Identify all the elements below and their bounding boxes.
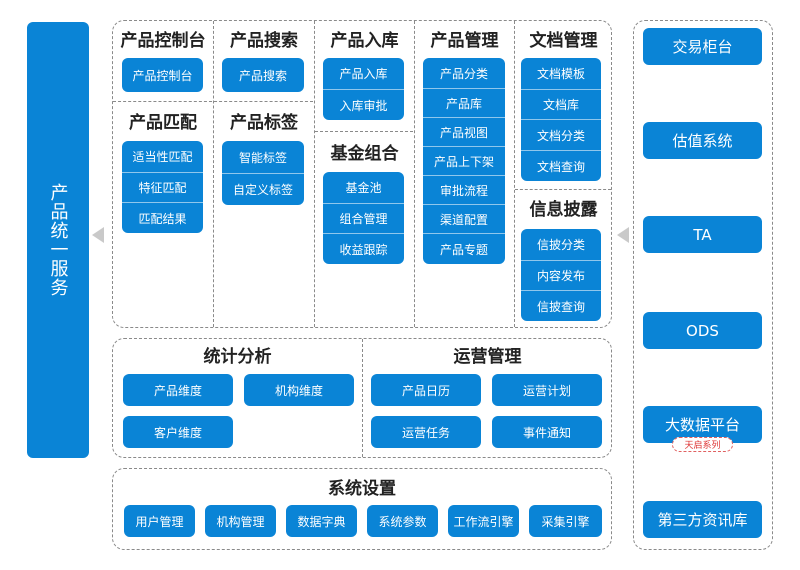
- item-documents-3[interactable]: 文档查询: [521, 150, 601, 181]
- item-management-3[interactable]: 产品上下架: [423, 146, 505, 175]
- section-title-ops: 运营管理: [453, 347, 522, 367]
- group-management: 产品分类 产品库 产品视图 产品上下架 审批流程 渠道配置 产品专题: [423, 58, 505, 264]
- item-fund-0[interactable]: 基金池: [345, 181, 382, 195]
- item-tags-1[interactable]: 自定义标签: [222, 173, 304, 205]
- item-stock-in-0[interactable]: 产品入库: [339, 67, 388, 81]
- series-badge: 天启系列: [672, 437, 733, 452]
- section-title-stats: 统计分析: [203, 347, 272, 367]
- item-management-0[interactable]: 产品分类: [439, 66, 488, 81]
- external-system-5[interactable]: 第三方资讯库: [643, 501, 762, 538]
- section-title-fund: 基金组合: [330, 144, 399, 164]
- left-arrow-icon: [92, 227, 104, 243]
- item-stats-0[interactable]: 产品维度: [123, 374, 233, 406]
- group-control: 产品控制台: [122, 58, 203, 92]
- item-stats-2[interactable]: 客户维度: [123, 416, 233, 448]
- section-title-documents: 文档管理: [529, 31, 598, 51]
- item-ops-0[interactable]: 产品日历: [371, 374, 481, 406]
- item-match-2[interactable]: 匹配结果: [122, 202, 203, 233]
- section-title-disclosure: 信息披露: [529, 200, 598, 220]
- item-settings-0[interactable]: 用户管理: [124, 505, 195, 537]
- bottom-panel: [112, 468, 612, 550]
- section-title-tags: 产品标签: [230, 113, 298, 133]
- item-disclosure-2[interactable]: 信披查询: [521, 290, 601, 321]
- group-disclosure: 信披分类 内容发布 信披查询: [521, 229, 601, 321]
- item-ops-2[interactable]: 运营任务: [371, 416, 481, 448]
- item-documents-0[interactable]: 文档模板: [536, 67, 585, 81]
- item-stats-1[interactable]: 机构维度: [244, 374, 354, 406]
- section-title-control: 产品控制台: [120, 31, 206, 51]
- item-ops-3[interactable]: 事件通知: [492, 416, 602, 448]
- item-match-1[interactable]: 特征匹配: [122, 172, 203, 202]
- group-search: 产品搜索: [222, 58, 304, 92]
- item-settings-2[interactable]: 数据字典: [286, 505, 357, 537]
- item-disclosure-1[interactable]: 内容发布: [521, 260, 601, 290]
- item-fund-1[interactable]: 组合管理: [323, 203, 404, 233]
- item-ops-1[interactable]: 运营计划: [492, 374, 602, 406]
- item-stock-in-1[interactable]: 入库审批: [323, 89, 404, 120]
- external-system-1[interactable]: 估值系统: [643, 122, 762, 159]
- external-system-4[interactable]: 大数据平台: [643, 406, 762, 443]
- group-fund: 基金池 组合管理 收益跟踪: [323, 172, 404, 264]
- external-system-3[interactable]: ODS: [643, 312, 762, 349]
- right-panel: [633, 20, 773, 550]
- item-search-0[interactable]: 产品搜索: [238, 68, 287, 83]
- item-management-6[interactable]: 产品专题: [423, 233, 505, 264]
- item-settings-3[interactable]: 系统参数: [367, 505, 438, 537]
- item-management-1[interactable]: 产品库: [423, 88, 505, 117]
- external-system-2[interactable]: TA: [643, 216, 762, 253]
- group-match: 适当性匹配 特征匹配 匹配结果: [122, 141, 203, 233]
- item-management-4[interactable]: 审批流程: [423, 175, 505, 204]
- section-title-search: 产品搜索: [230, 31, 298, 51]
- item-tags-0[interactable]: 智能标签: [238, 150, 287, 165]
- section-title-settings: 系统设置: [328, 479, 396, 499]
- group-documents: 文档模板 文档库 文档分类 文档查询: [521, 58, 601, 181]
- item-match-0[interactable]: 适当性匹配: [132, 150, 193, 164]
- right-arrow-icon: [617, 227, 629, 243]
- item-management-5[interactable]: 渠道配置: [423, 204, 505, 233]
- section-title-match: 产品匹配: [129, 113, 197, 133]
- unified-service-bar: 产品统一服务: [27, 22, 89, 458]
- item-documents-2[interactable]: 文档分类: [521, 119, 601, 150]
- item-settings-5[interactable]: 采集引擎: [529, 505, 602, 537]
- item-management-2[interactable]: 产品视图: [423, 117, 505, 146]
- section-title-management: 产品管理: [430, 31, 499, 51]
- unified-service-label: 产品统一服务: [47, 183, 69, 297]
- item-settings-1[interactable]: 机构管理: [205, 505, 276, 537]
- item-fund-2[interactable]: 收益跟踪: [323, 233, 404, 264]
- external-system-0[interactable]: 交易柜台: [643, 28, 762, 65]
- item-documents-1[interactable]: 文档库: [521, 89, 601, 119]
- item-control-0[interactable]: 产品控制台: [132, 68, 193, 83]
- group-tags: 智能标签 自定义标签: [222, 141, 304, 205]
- section-title-stock-in: 产品入库: [330, 31, 399, 51]
- item-settings-4[interactable]: 工作流引擎: [448, 505, 519, 537]
- item-disclosure-0[interactable]: 信披分类: [536, 238, 585, 252]
- group-stock-in: 产品入库 入库审批: [323, 58, 404, 120]
